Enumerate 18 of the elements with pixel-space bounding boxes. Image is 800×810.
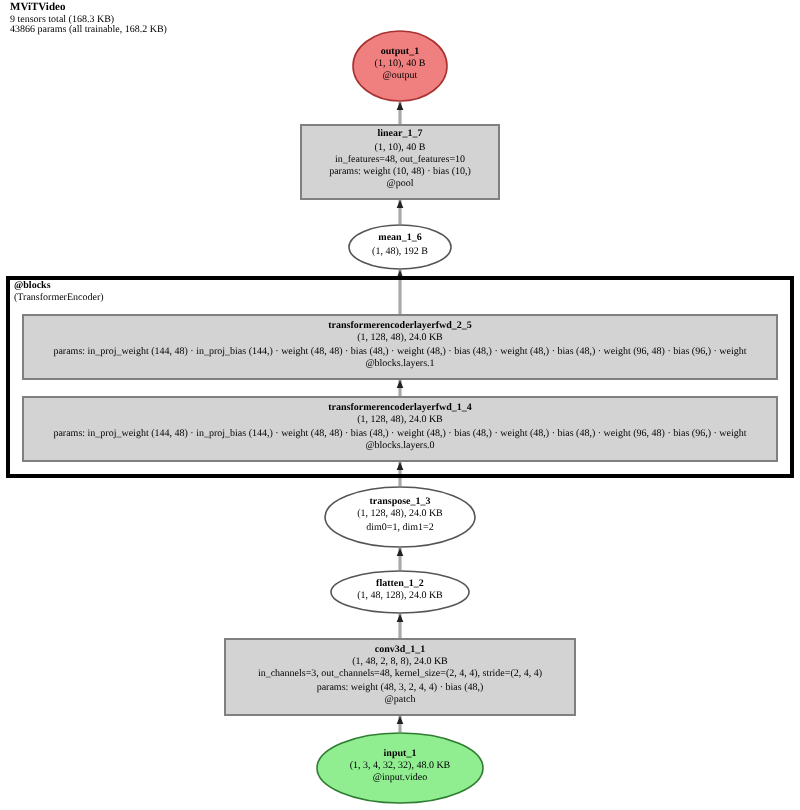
- output-ellipse: [352, 30, 448, 102]
- operation-ellipse: [330, 570, 470, 614]
- arrow: [396, 462, 404, 486]
- layer-box: [22, 314, 778, 380]
- arrow: [396, 102, 404, 124]
- operation-ellipse: [348, 224, 452, 270]
- module-group-frame: [6, 276, 794, 478]
- layer-box: [300, 124, 500, 200]
- layer-box: [22, 396, 778, 462]
- layer-box: [224, 638, 576, 716]
- arrow: [396, 614, 404, 638]
- arrow: [396, 200, 404, 224]
- input-ellipse: [316, 732, 484, 804]
- arrow: [396, 270, 404, 314]
- arrow: [396, 380, 404, 396]
- arrow: [396, 716, 404, 732]
- arrow: [396, 548, 404, 570]
- operation-ellipse: [324, 486, 476, 548]
